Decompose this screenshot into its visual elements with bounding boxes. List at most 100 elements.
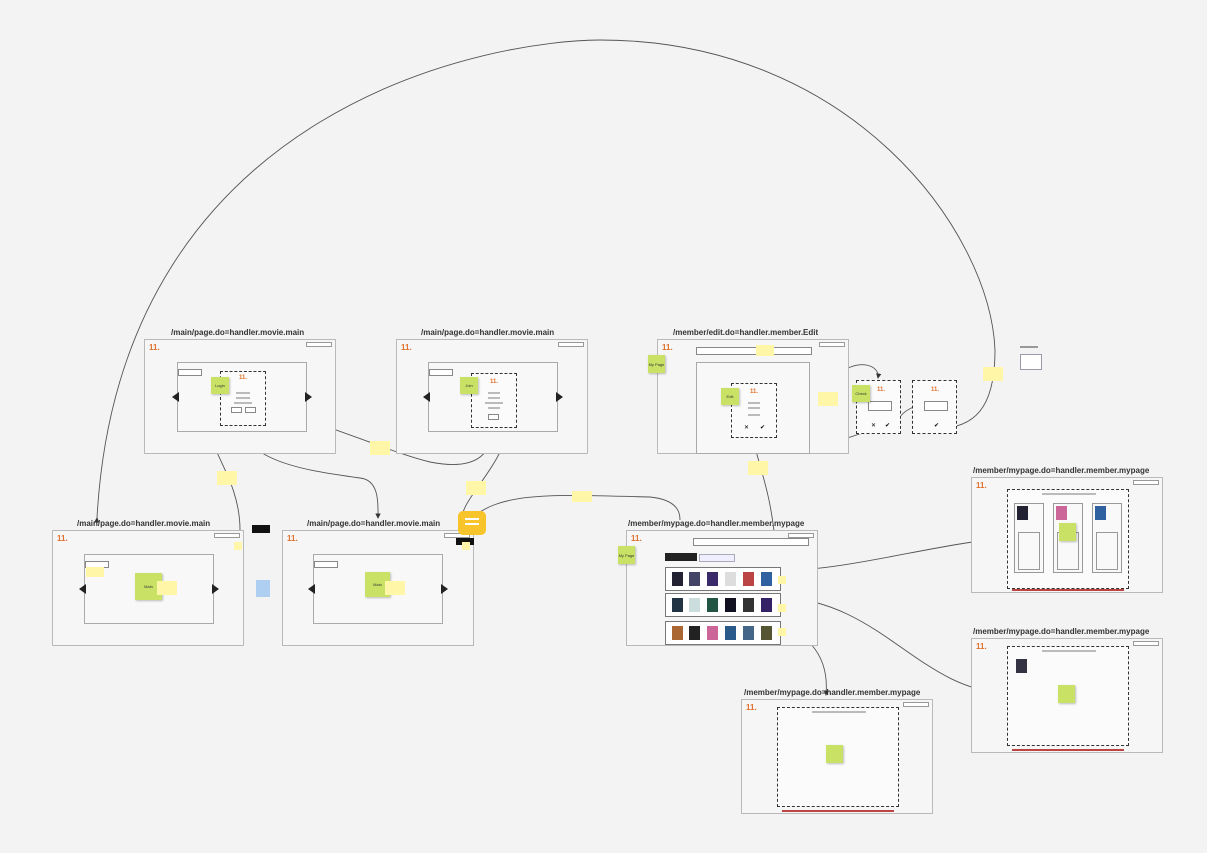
note[interactable]: [370, 441, 390, 455]
poster[interactable]: [707, 572, 718, 586]
popup-logo: 11.: [239, 375, 248, 381]
text-line: [748, 407, 760, 409]
poster[interactable]: [743, 598, 754, 612]
poster[interactable]: [725, 572, 736, 586]
search-field[interactable]: [178, 369, 202, 376]
tab-inactive[interactable]: [699, 554, 735, 562]
prev-arrow-icon[interactable]: [79, 584, 86, 594]
search-field[interactable]: [693, 538, 809, 546]
tab-active[interactable]: [665, 553, 697, 561]
next-arrow-icon[interactable]: [556, 392, 563, 402]
cancel-icon[interactable]: ✕: [871, 423, 877, 429]
login-button[interactable]: [231, 407, 242, 413]
note[interactable]: [86, 567, 104, 577]
wireframe-page[interactable]: 11. 11.: [396, 339, 588, 454]
poster[interactable]: [672, 598, 683, 612]
poster[interactable]: [1056, 506, 1067, 520]
movie-row[interactable]: [665, 593, 781, 617]
poster[interactable]: [1017, 506, 1028, 520]
next-arrow-icon[interactable]: [441, 584, 448, 594]
poster[interactable]: [725, 598, 736, 612]
logo: 11.: [662, 343, 673, 352]
note[interactable]: [778, 628, 786, 636]
note[interactable]: [234, 542, 242, 550]
blue-note[interactable]: [256, 580, 270, 597]
poster[interactable]: [672, 572, 683, 586]
card[interactable]: [1053, 503, 1083, 573]
note[interactable]: [462, 542, 470, 550]
text-line: [1042, 650, 1096, 652]
frame-title: /member/mypage.do=handler.member.mypage: [628, 519, 805, 528]
note[interactable]: [983, 367, 1003, 381]
poster[interactable]: [689, 598, 700, 612]
note[interactable]: [778, 576, 786, 584]
chat-icon[interactable]: [458, 511, 486, 535]
sticky-check[interactable]: Check: [852, 385, 870, 402]
sticky-note[interactable]: [1059, 523, 1076, 541]
confirm-field[interactable]: [924, 401, 948, 411]
poster[interactable]: [689, 572, 700, 586]
note[interactable]: [756, 345, 774, 356]
wireframe-page[interactable]: 11.: [971, 477, 1163, 593]
poster[interactable]: [1095, 506, 1106, 520]
poster[interactable]: [725, 626, 736, 640]
sticky-login[interactable]: Login: [211, 377, 229, 394]
prev-arrow-icon[interactable]: [423, 392, 430, 402]
next-arrow-icon[interactable]: [212, 584, 219, 594]
legend-icon[interactable]: [1020, 346, 1042, 370]
text-line: [236, 397, 250, 399]
movie-row[interactable]: [665, 621, 781, 645]
text-line: [485, 402, 503, 404]
note[interactable]: [157, 581, 177, 595]
confirm-popup: 11. ✔: [912, 380, 957, 434]
sticky-edit[interactable]: Edit: [721, 388, 739, 405]
sticky-join[interactable]: Join: [460, 377, 478, 394]
text-line: [1042, 493, 1096, 495]
confirm-icon[interactable]: ✔: [885, 423, 891, 429]
poster[interactable]: [707, 626, 718, 640]
note[interactable]: [385, 581, 405, 595]
wireframe-page[interactable]: 11.: [626, 530, 818, 646]
poster[interactable]: [672, 626, 683, 640]
poster[interactable]: [761, 626, 772, 640]
poster[interactable]: [743, 626, 754, 640]
card[interactable]: [1092, 503, 1122, 573]
sticky-mypage[interactable]: My Page: [618, 546, 635, 564]
cancel-icon[interactable]: ✕: [744, 425, 750, 431]
next-arrow-icon[interactable]: [305, 392, 312, 402]
wireframe-page[interactable]: 11. 11.: [144, 339, 336, 454]
prev-arrow-icon[interactable]: [308, 584, 315, 594]
wireframe-page[interactable]: 11. 11. ✕ ✔: [657, 339, 849, 454]
poster[interactable]: [707, 598, 718, 612]
poster[interactable]: [743, 572, 754, 586]
poster[interactable]: [1016, 659, 1027, 673]
search-field[interactable]: [696, 347, 812, 355]
poster[interactable]: [689, 626, 700, 640]
note[interactable]: [572, 491, 592, 502]
redacted-block: [252, 525, 270, 533]
sticky-note[interactable]: [1058, 685, 1075, 703]
card[interactable]: [1014, 503, 1044, 573]
note[interactable]: [748, 461, 768, 475]
check-field[interactable]: [868, 401, 892, 411]
search-field[interactable]: [314, 561, 338, 568]
sticky-mypage[interactable]: My Page: [648, 355, 665, 373]
note[interactable]: [818, 392, 838, 406]
frame-title: /member/mypage.do=handler.member.mypage: [973, 627, 1150, 636]
popup-logo: 11.: [931, 387, 940, 393]
join-button[interactable]: [245, 407, 256, 413]
search-field[interactable]: [429, 369, 453, 376]
movie-row[interactable]: [665, 567, 781, 591]
confirm-icon[interactable]: ✔: [934, 423, 940, 429]
prev-arrow-icon[interactable]: [172, 392, 179, 402]
note[interactable]: [466, 481, 486, 495]
text-line: [488, 397, 500, 399]
sticky-note[interactable]: [826, 745, 843, 763]
confirm-icon[interactable]: ✔: [760, 425, 766, 431]
note[interactable]: [217, 471, 237, 485]
carousel: 11.: [428, 362, 558, 432]
submit-button[interactable]: [488, 414, 499, 420]
poster[interactable]: [761, 598, 772, 612]
poster[interactable]: [761, 572, 772, 586]
note[interactable]: [778, 604, 786, 612]
